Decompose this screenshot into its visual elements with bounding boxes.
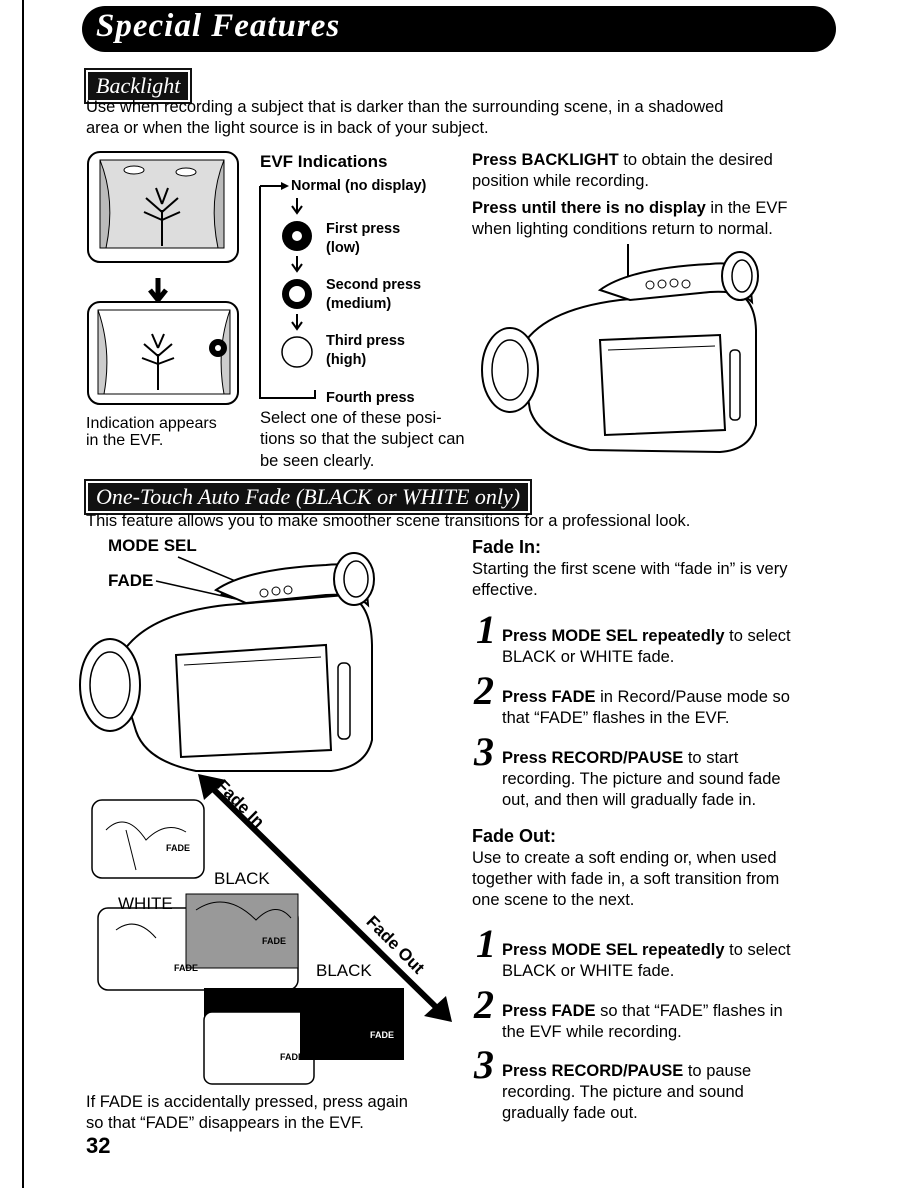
evf-scene-illustrations [87,151,239,405]
fade-in-step-3: 3 Press RECORD/PAUSE to start recording.… [472,729,842,811]
fade-out-desc-line1: Use to create a soft ending or, when use… [472,849,777,867]
black-label-1: BLACK [214,869,270,888]
backlight-intro-line1: Use when recording a subject that is dar… [86,98,724,116]
step-number: 2 [474,982,494,1027]
step-bold: Press MODE SEL repeatedly [502,941,725,959]
fade-tag-4: FADE [370,1030,395,1040]
camcorder-backlight-illustration [481,244,759,454]
fade-out-desc-line3: one scene to the next. [472,891,635,909]
white-label-2: WHITE [220,987,275,1006]
title-banner [82,6,836,52]
second-press-level: (medium) [326,296,392,312]
fade-transition-diagram [91,774,452,1085]
step-rest: to start [683,749,739,767]
press-until-line1: Press until there is no display in the E… [472,198,787,219]
page-title: Special Features [96,8,341,44]
fade-tag-5: FADE [280,1052,305,1062]
fade-in-desc-line2: effective. [472,581,538,599]
step-line3: out, and then will gradually fade in. [502,791,757,809]
step-bold: Press RECORD/PAUSE [502,1062,684,1080]
third-press-label: Third press [326,333,405,349]
press-backlight-rest: to obtain the desired [618,151,773,169]
step-bold: Press MODE SEL repeatedly [502,627,725,645]
step-line2: the EVF while recording. [502,1023,682,1041]
press-backlight-line2: position while recording. [472,172,650,190]
fade-tag-3: FADE [174,963,199,973]
select-line1: Select one of these posi- [260,409,442,427]
white-label-1: WHITE [118,894,173,913]
fourth-press-label: Fourth press [326,390,415,406]
fade-in-title: Fade In: [472,537,542,557]
fade-out-step-2: 2 Press FADE so that “FADE” flashes in t… [472,982,842,1043]
evf-indication-diagram [259,182,316,399]
step-line2: that “FADE” flashes in the EVF. [502,709,730,727]
fade-label: FADE [108,571,154,590]
fade-intro: This feature allows you to make smoother… [86,512,691,530]
step-number: 1 [476,607,496,652]
step-bold: Press FADE [502,688,596,706]
step-rest: to select [724,941,791,959]
page-number: 32 [86,1133,111,1158]
fade-note-line2: so that “FADE” disappears in the EVF. [86,1114,364,1132]
step-rest: so that “FADE” flashes in [595,1002,783,1020]
step-number: 1 [476,921,496,966]
first-press-level: (low) [326,240,360,256]
step-line2: recording. The picture and sound [502,1083,744,1101]
fade-out-step-3: 3 Press RECORD/PAUSE to pause recording.… [472,1042,842,1124]
page-edge-line [22,0,24,1188]
indication-line1: Indication appears [86,415,217,432]
fade-out-desc-line2: together with fade in, a soft transition… [472,870,780,888]
select-line3: be seen clearly. [260,452,375,470]
third-press-level: (high) [326,352,367,368]
press-until-line2: when lighting conditions return to norma… [472,220,773,238]
step-number: 3 [474,1042,494,1087]
step-number: 3 [474,729,494,774]
fade-tag-1: FADE [166,843,191,853]
step-line2: BLACK or WHITE fade. [502,648,675,666]
step-line2: recording. The picture and sound fade [502,770,781,788]
step-bold: Press FADE [502,1002,596,1020]
indication-line2: in the EVF. [86,432,164,449]
fade-in-desc-line1: Starting the first scene with “fade in” … [472,560,788,578]
black-label-2: BLACK [316,961,372,980]
press-until-rest: in the EVF [705,199,788,217]
fade-in-step-2: 2 Press FADE in Record/Pause mode so tha… [472,668,842,729]
fade-tag-2: FADE [262,936,287,946]
mode-sel-label: MODE SEL [108,536,197,555]
step-rest: to pause [683,1062,752,1080]
camcorder-fade-illustration [79,552,375,772]
first-press-label: First press [326,221,401,237]
fade-note-line1: If FADE is accidentally pressed, press a… [86,1093,408,1111]
press-backlight-line1: Press BACKLIGHT to obtain the desired [472,150,773,171]
step-line2: BLACK or WHITE fade. [502,962,675,980]
second-press-label: Second press [326,277,422,293]
press-until-bold: Press until there is no display [472,199,706,217]
step-bold: Press RECORD/PAUSE [502,749,684,767]
fade-out-title: Fade Out: [472,826,556,846]
backlight-heading: Backlight [83,68,193,104]
step-number: 2 [474,668,494,713]
backlight-intro-line2: area or when the light source is in back… [86,119,489,137]
step-rest: in Record/Pause mode so [595,688,790,706]
fade-out-step-1: 1 Press MODE SEL repeatedly to select BL… [472,921,842,982]
press-backlight-bold: Press BACKLIGHT [472,151,619,169]
fade-heading: One-Touch Auto Fade (BLACK or WHITE only… [83,479,533,515]
step-line3: gradually fade out. [502,1104,638,1122]
step-rest: to select [724,627,791,645]
normal-indication: Normal (no display) [291,178,427,194]
select-line2: tions so that the subject can [260,430,465,448]
evf-indications-title: EVF Indications [260,152,388,171]
fade-in-step-1: 1 Press MODE SEL repeatedly to select BL… [472,607,842,668]
